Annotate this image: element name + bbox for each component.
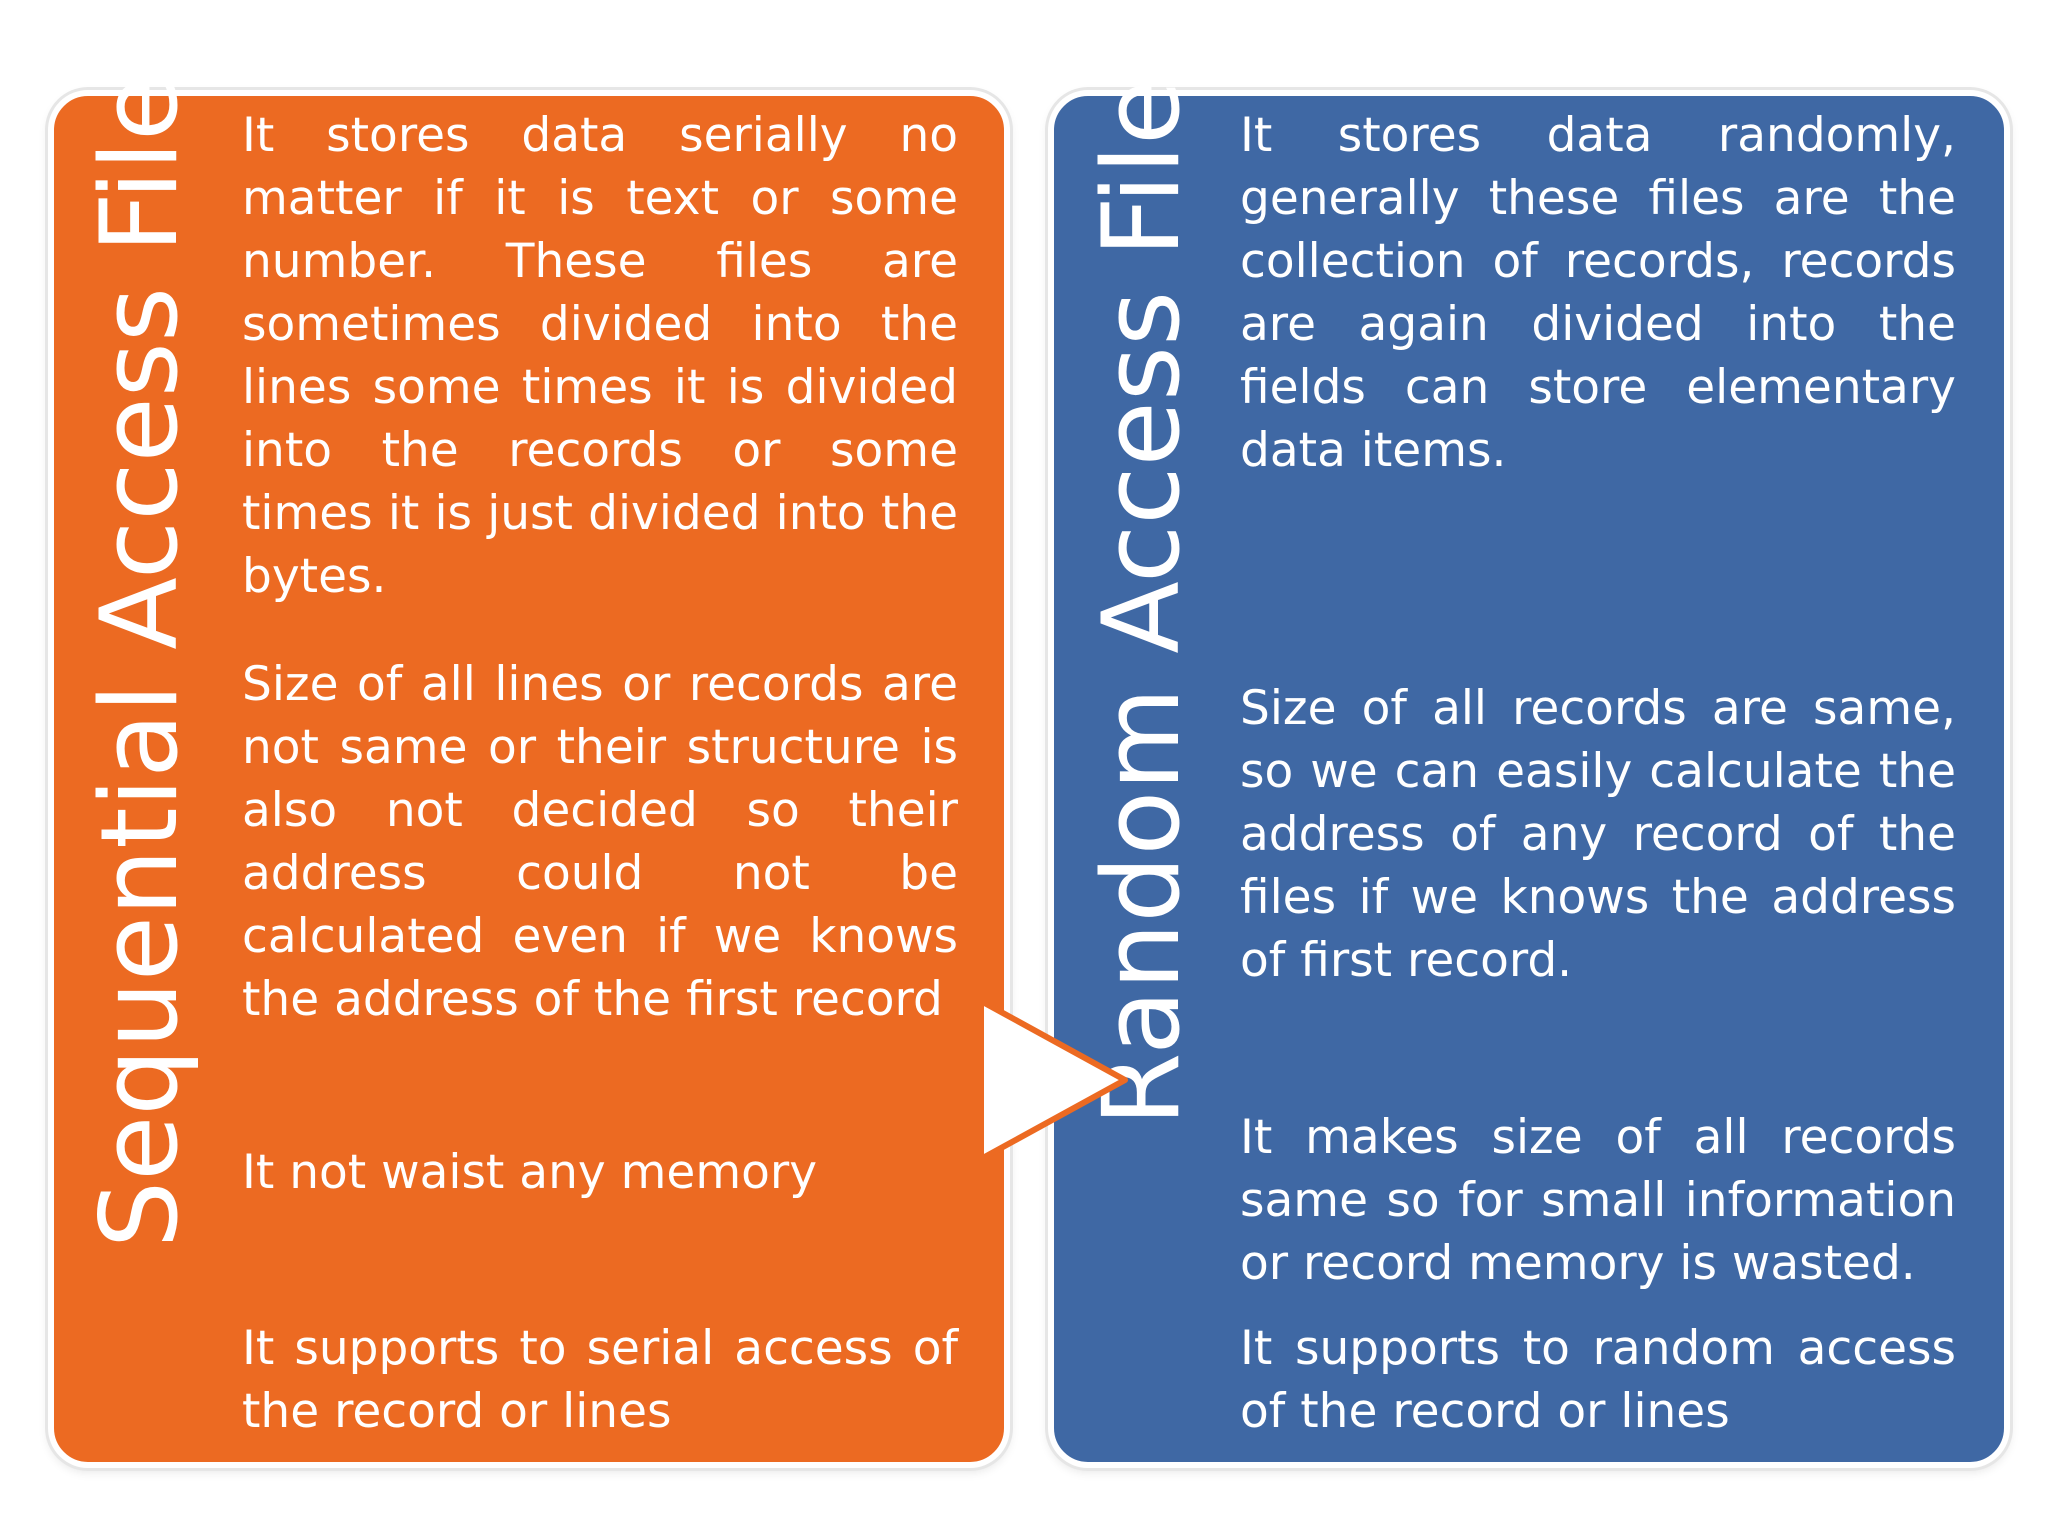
random-paragraph-memory: It makes size of all records same so for… <box>1240 1110 1956 1291</box>
sequential-paragraph-access: It supports to serial access of the reco… <box>242 1321 958 1439</box>
random-paragraph-storage: It stores data randomly, generally these… <box>1240 108 1956 478</box>
random-access-panel <box>1048 90 2010 1468</box>
random-paragraph-access: It supports to random access of the reco… <box>1240 1321 1956 1439</box>
random-paragraph-size: Size of all records are same, so we can … <box>1240 681 1956 988</box>
sequential-paragraph-memory: It not waist any memory <box>242 1145 818 1200</box>
sequential-paragraph-size: Size of all lines or records are not sam… <box>242 657 958 1027</box>
random-access-title: Random Access File <box>1080 79 1203 1127</box>
sequential-access-panel <box>48 90 1010 1468</box>
sequential-paragraph-storage: It stores data serially no matter if it … <box>242 108 958 604</box>
sequential-access-title: Sequential Access File <box>78 75 201 1249</box>
right-chevron-arrow-icon <box>978 998 1128 1162</box>
